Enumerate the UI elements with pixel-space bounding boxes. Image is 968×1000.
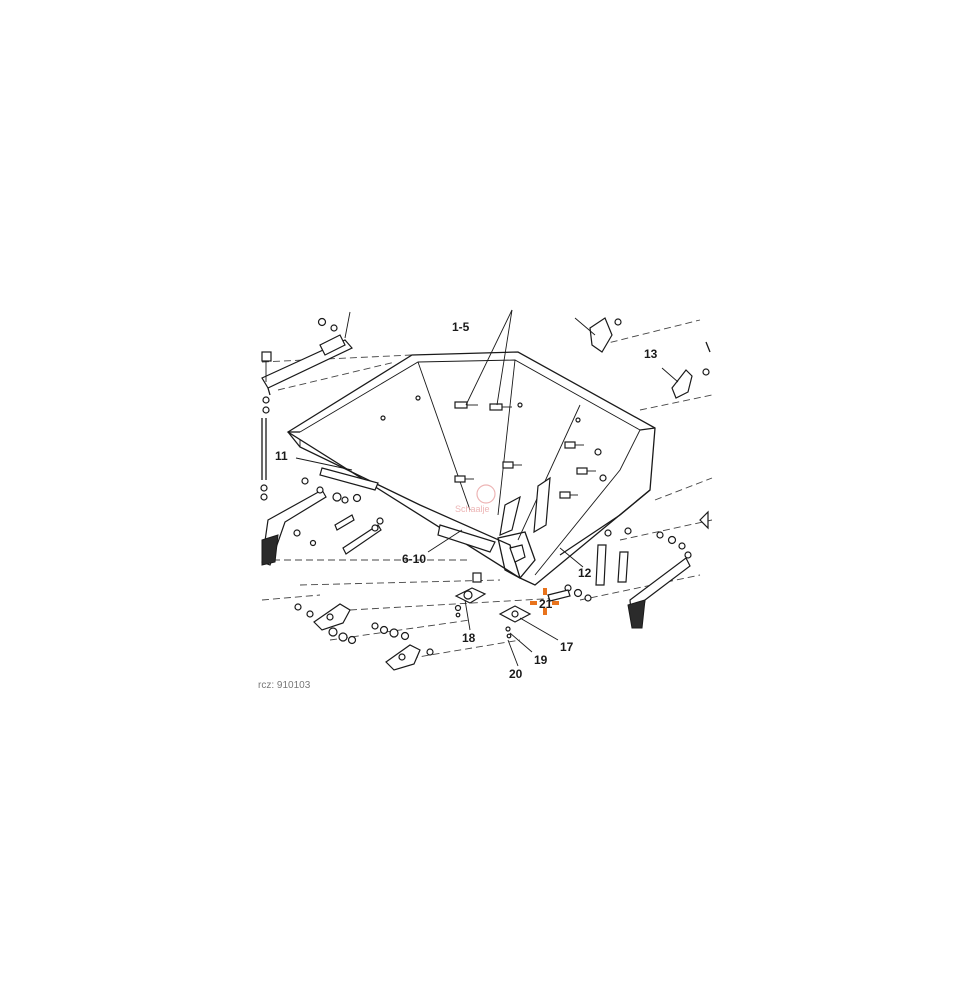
- leader-lines: [295, 309, 584, 667]
- nut: [573, 588, 583, 598]
- bore: [326, 613, 334, 621]
- nut: [455, 612, 461, 618]
- washer: [604, 529, 612, 537]
- nut: [317, 317, 327, 327]
- callout-19: 19: [534, 653, 548, 667]
- hopper-body: [286, 351, 656, 586]
- washer: [426, 648, 434, 656]
- callout-12: 12: [578, 566, 592, 580]
- washer: [260, 484, 268, 492]
- nut: [347, 635, 357, 645]
- callout-1-5: 1-5: [452, 320, 470, 334]
- bearing: [463, 590, 473, 600]
- washer: [678, 542, 686, 550]
- callout-18: 18: [462, 631, 476, 645]
- lower-left-bearings: [294, 603, 434, 671]
- callout-17: 17: [560, 640, 574, 654]
- bolt: [489, 403, 512, 411]
- pivot: [684, 551, 692, 559]
- nut: [294, 603, 302, 611]
- nut: [260, 493, 268, 501]
- callout-6-10: 6-10: [402, 552, 426, 566]
- washer: [306, 610, 314, 618]
- washer: [656, 531, 664, 539]
- upper-left-bracket: [261, 311, 353, 414]
- bolt: [261, 351, 272, 382]
- washer: [341, 496, 349, 504]
- washer: [584, 594, 592, 602]
- shaft-21: [547, 589, 571, 602]
- nut: [352, 493, 362, 503]
- callout-11: 11: [275, 449, 288, 463]
- hole: [380, 415, 386, 421]
- highlight-mark-bottom: [543, 608, 547, 615]
- nut: [506, 633, 512, 639]
- bolt: [454, 475, 474, 483]
- upper-right-bracket: [574, 317, 622, 353]
- nut: [328, 627, 338, 637]
- bore: [398, 653, 406, 661]
- bearing: [511, 610, 519, 618]
- bolt: [454, 401, 478, 409]
- nut: [667, 535, 677, 545]
- nut: [517, 402, 523, 408]
- nut: [400, 631, 410, 641]
- pin: [309, 539, 317, 547]
- washer: [293, 529, 301, 537]
- washer: [454, 604, 462, 612]
- left-rod-assembly: [260, 418, 268, 501]
- nut: [702, 368, 710, 376]
- highlight-mark-left: [530, 601, 537, 605]
- nut: [262, 406, 270, 414]
- highlight-mark-right: [552, 601, 559, 605]
- pivot: [301, 477, 309, 485]
- washer: [389, 628, 399, 638]
- bolt: [564, 441, 584, 449]
- bracket-13: [661, 341, 711, 399]
- nut: [599, 474, 607, 482]
- bottom-parts: [454, 572, 571, 639]
- callout-13: 13: [644, 347, 658, 361]
- callout-labels: 1-5 13 11 6-10 12 21 18 17 19 20: [275, 320, 658, 681]
- callout-20: 20: [509, 667, 523, 681]
- nut: [379, 625, 389, 635]
- washer: [505, 626, 511, 632]
- nut: [594, 448, 602, 456]
- washer: [371, 622, 379, 630]
- washer: [376, 517, 384, 525]
- washer: [262, 396, 270, 404]
- nut: [371, 524, 379, 532]
- bolt: [472, 572, 482, 583]
- watermark-text: Schaalje: [455, 504, 490, 514]
- right-lever-arm: [564, 510, 709, 629]
- hole: [415, 395, 421, 401]
- nut: [614, 318, 622, 326]
- left-lever-arm: [261, 477, 384, 566]
- bolt: [559, 491, 578, 499]
- hopper-bolts: [380, 395, 607, 499]
- washer: [624, 527, 632, 535]
- hole: [575, 417, 581, 423]
- drawing-reference: rcz: 910103: [258, 680, 311, 691]
- bolt: [502, 461, 522, 469]
- bolt: [576, 467, 596, 475]
- washer: [330, 324, 338, 332]
- washer: [338, 632, 348, 642]
- watermark: Schaalje: [455, 484, 496, 514]
- nut: [332, 492, 342, 502]
- washer: [316, 486, 324, 494]
- highlight-mark-top: [543, 588, 547, 595]
- callout-21: 21: [539, 597, 553, 611]
